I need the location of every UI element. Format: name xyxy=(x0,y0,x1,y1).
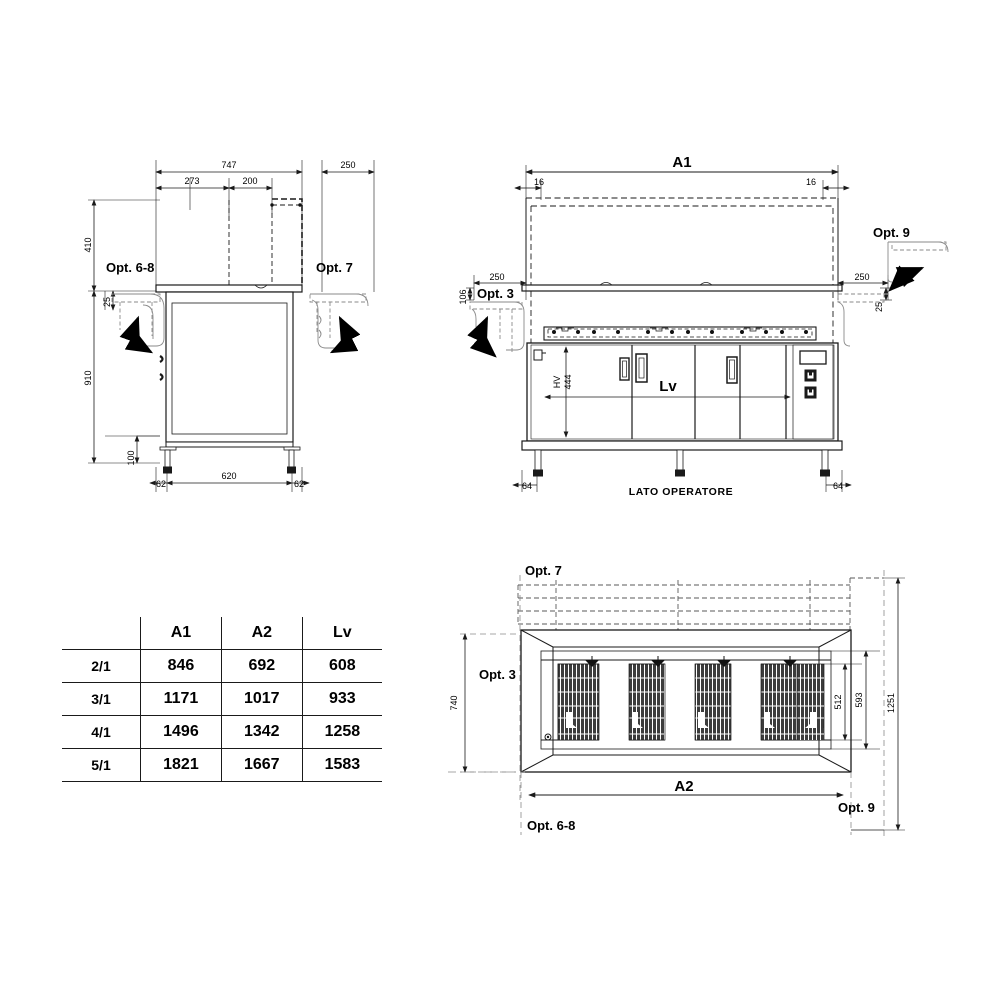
cell-lv: 933 xyxy=(301,682,382,716)
dim-100 xyxy=(134,435,160,464)
table-header-lv: Lv xyxy=(301,617,382,650)
side-legs xyxy=(159,446,301,474)
label-side-273: 273 xyxy=(184,176,199,186)
table-header-a2: A2 xyxy=(220,617,303,650)
cell-a2: 1017 xyxy=(220,682,303,716)
label-side-100: 100 xyxy=(126,450,136,465)
label-opt-6-8-side: Opt. 6-8 xyxy=(106,260,154,275)
side-option7-outline xyxy=(272,198,303,285)
dimension-table-wrapper: A1 A2 Lv 2/1 846 692 608 3/1 1171 1017 9… xyxy=(62,617,382,782)
label-front-250-right: 250 xyxy=(854,272,869,282)
cell-a1: 1171 xyxy=(140,682,222,716)
top-view-group xyxy=(448,570,905,840)
side-option-7-shelf xyxy=(309,293,369,354)
door-handle xyxy=(726,356,738,384)
label-front-106: 106 xyxy=(458,289,468,304)
label-top-A2: A2 xyxy=(674,778,693,795)
controller-button[interactable] xyxy=(804,369,817,382)
cell-lv: 608 xyxy=(301,649,382,683)
front-cabinet-body xyxy=(521,342,843,451)
label-top-512: 512 xyxy=(833,694,843,709)
table-header-row: A1 A2 Lv xyxy=(62,617,382,650)
cell-a2: 1342 xyxy=(220,715,303,749)
front-option-3-shelf xyxy=(466,275,527,358)
cell-size: 4/1 xyxy=(62,715,141,749)
front-drain-fitting xyxy=(533,349,546,361)
cell-a1: 1496 xyxy=(140,715,222,749)
cell-a1: 846 xyxy=(140,649,222,683)
side-cabinet-body xyxy=(155,284,303,448)
label-front-16-left: 16 xyxy=(534,177,544,187)
door-handle xyxy=(635,353,648,383)
front-canopy-posts xyxy=(525,198,839,288)
label-front-16-right: 16 xyxy=(806,177,816,187)
label-side-62-left: 62 xyxy=(156,479,166,489)
label-opt-3-front: Opt. 3 xyxy=(477,286,514,301)
side-view-group xyxy=(88,160,375,492)
label-front-Lv: Lv xyxy=(659,378,677,395)
label-front-HV: HV xyxy=(552,376,562,389)
label-side-410: 410 xyxy=(83,237,93,252)
cell-a2: 692 xyxy=(220,649,303,683)
front-pan-row xyxy=(543,326,817,341)
label-opt-9-top: Opt. 9 xyxy=(838,800,875,815)
door-handle xyxy=(619,357,630,381)
label-front-250-left: 250 xyxy=(489,272,504,282)
label-side-620: 620 xyxy=(221,471,236,481)
label-front-A1: A1 xyxy=(672,154,691,171)
cell-size: 5/1 xyxy=(62,748,141,782)
front-option-9-shelf xyxy=(837,241,949,347)
label-lato-operatore: LATO OPERATORE xyxy=(629,486,733,498)
table-row: 5/1 1821 1667 1583 xyxy=(62,748,382,782)
top-option-7-grid xyxy=(517,577,884,630)
cell-a2: 1667 xyxy=(220,748,303,782)
top-pan xyxy=(755,656,825,741)
top-pan-group xyxy=(544,656,825,741)
label-opt-9-front: Opt. 9 xyxy=(873,225,910,240)
side-option-6-8-shelf xyxy=(111,293,165,381)
label-side-25: 25 xyxy=(102,297,112,307)
label-opt-7-top: Opt. 7 xyxy=(525,563,562,578)
table-row: 4/1 1496 1342 1258 xyxy=(62,715,382,749)
label-front-444: 444 xyxy=(563,374,573,389)
table-row: 2/1 846 692 608 xyxy=(62,649,382,683)
front-legs xyxy=(533,449,830,477)
side-hidden-lines xyxy=(228,200,302,285)
label-front-64-right: 64 xyxy=(833,481,843,491)
label-side-250: 250 xyxy=(340,160,355,170)
cell-lv: 1258 xyxy=(301,715,382,749)
cell-size: 2/1 xyxy=(62,649,141,683)
label-side-62-right: 62 xyxy=(294,479,304,489)
table-row: 3/1 1171 1017 933 xyxy=(62,682,382,716)
label-opt-7-side: Opt. 7 xyxy=(316,260,353,275)
front-worktop xyxy=(521,282,843,292)
front-canopy-hidden xyxy=(526,197,838,285)
label-top-593: 593 xyxy=(854,692,864,707)
table-header-a1: A1 xyxy=(140,617,222,650)
label-side-747: 747 xyxy=(221,160,236,170)
controller-button[interactable] xyxy=(804,386,817,399)
label-front-64-left: 64 xyxy=(522,481,532,491)
label-opt-3-top: Opt. 3 xyxy=(479,667,516,682)
control-panel[interactable] xyxy=(792,344,834,440)
label-top-740: 740 xyxy=(449,695,459,710)
label-front-25: 25 xyxy=(874,302,884,312)
dim-1251 xyxy=(884,577,905,831)
table-header-blank xyxy=(62,617,141,650)
label-top-1251: 1251 xyxy=(886,693,896,713)
cell-size: 3/1 xyxy=(62,682,141,716)
controller-display[interactable] xyxy=(799,350,827,365)
cell-lv: 1583 xyxy=(301,748,382,782)
dimension-table: A1 A2 Lv 2/1 846 692 608 3/1 1171 1017 9… xyxy=(62,617,382,782)
label-opt-6-8-top: Opt. 6-8 xyxy=(527,818,575,833)
cell-a1: 1821 xyxy=(140,748,222,782)
front-view-group xyxy=(466,165,949,492)
label-side-200: 200 xyxy=(242,176,257,186)
label-side-910: 910 xyxy=(83,370,93,385)
